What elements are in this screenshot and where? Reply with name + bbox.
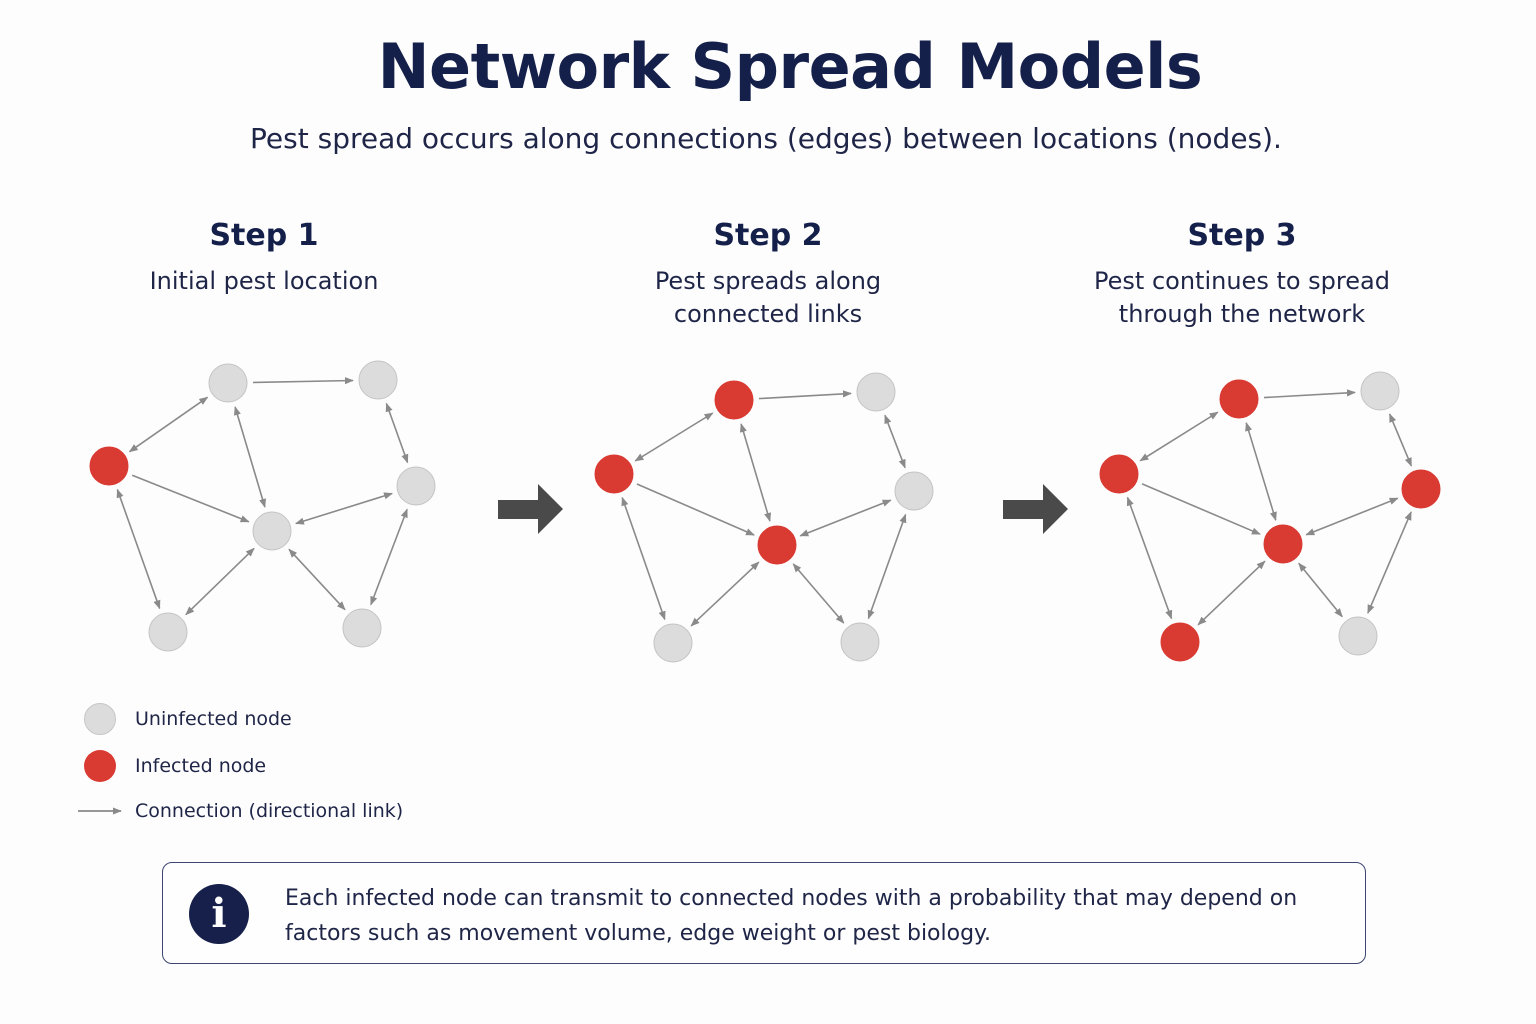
step-arrows	[498, 484, 1068, 534]
uninfected-node-step2-D	[894, 471, 934, 511]
info-box: i Each infected node can transmit to con…	[162, 862, 1366, 964]
uninfected-node-step1-G	[342, 608, 382, 648]
uninfected-node-step2-G	[840, 622, 880, 662]
page-title: Network Spread Models	[377, 30, 1203, 103]
infected-node-step2-B	[714, 380, 754, 420]
step-3-title: Step 3	[1187, 218, 1297, 253]
legend-infected-swatch	[84, 750, 116, 782]
info-text: Each infected node can transmit to conne…	[285, 886, 1298, 946]
infected-node-step3-D	[1401, 469, 1441, 509]
edge-2-C-D	[884, 414, 906, 469]
infected-node-step3-B	[1219, 379, 1259, 419]
infected-node-step1-A	[89, 446, 129, 486]
step-2-header: Step 2 Pest spreads along connected link…	[598, 218, 938, 331]
step-1-title: Step 1	[209, 218, 319, 253]
edge-3-C-D	[1388, 413, 1413, 467]
edge-1-D-G	[370, 508, 408, 606]
edge-3-A-E	[1141, 483, 1261, 535]
edge-1-C-D	[385, 402, 409, 464]
edge-1-E-F	[185, 547, 255, 616]
uninfected-node-step3-G	[1338, 616, 1378, 656]
edge-1-A-F	[116, 488, 161, 610]
edge-2-A-E	[636, 483, 755, 536]
uninfected-node-step1-C	[358, 360, 398, 400]
step-2-description: Pest spreads along connected links	[654, 267, 882, 328]
edge-2-B-E	[739, 423, 772, 522]
step-2-to-3-arrow	[1003, 484, 1068, 534]
edges-layer	[116, 377, 1413, 627]
infected-node-step3-A	[1099, 454, 1139, 494]
step-1-description: Initial pest location	[149, 267, 379, 295]
edge-2-A-B	[634, 412, 714, 462]
step-2-title: Step 2	[713, 218, 823, 253]
uninfected-node-step1-B	[208, 363, 248, 403]
uninfected-node-step1-D	[396, 466, 436, 506]
edge-2-B-C	[758, 390, 852, 400]
step-3-header: Step 3 Pest continues to spread through …	[1072, 218, 1412, 331]
edge-3-B-C	[1263, 389, 1356, 399]
edge-3-E-G	[1298, 562, 1343, 618]
uninfected-node-step3-C	[1360, 371, 1400, 411]
edge-3-B-E	[1245, 422, 1277, 521]
legend-uninfected-label: Uninfected node	[135, 708, 292, 730]
info-icon: i	[189, 884, 249, 944]
edge-2-D-G	[867, 513, 907, 620]
edge-1-B-E	[233, 406, 267, 508]
infected-node-step3-F	[1160, 622, 1200, 662]
edge-2-E-D	[799, 499, 892, 537]
infected-node-step2-E	[757, 525, 797, 565]
edge-1-B-C	[252, 377, 354, 385]
page-subtitle: Pest spread occurs along connections (ed…	[250, 122, 1282, 155]
nodes-layer	[89, 360, 1441, 663]
edge-2-E-F	[690, 561, 760, 627]
step-1-header: Step 1 Initial pest location	[94, 218, 434, 298]
infected-node-step3-E	[1263, 524, 1303, 564]
edge-3-D-G	[1367, 511, 1412, 614]
edge-3-A-F	[1126, 496, 1173, 620]
edge-2-A-F	[621, 496, 666, 621]
uninfected-node-step2-F	[653, 623, 693, 663]
legend-infected-label: Infected node	[135, 755, 267, 777]
uninfected-node-step1-E	[252, 511, 292, 551]
edge-1-E-G	[288, 548, 346, 611]
infected-node-step2-A	[594, 454, 634, 494]
legend-uninfected-swatch	[84, 703, 116, 735]
edge-3-A-B	[1139, 411, 1219, 462]
uninfected-node-step1-F	[148, 612, 188, 652]
step-3-description: Pest continues to spread through the net…	[1094, 267, 1390, 328]
edge-3-E-F	[1197, 560, 1266, 626]
edge-2-E-G	[792, 563, 845, 624]
legend-connection-label: Connection (directional link)	[135, 800, 404, 822]
edge-1-A-B	[128, 396, 209, 453]
edge-1-A-E	[131, 474, 250, 523]
edge-1-E-D	[295, 492, 393, 525]
step-1-to-2-arrow	[498, 484, 563, 534]
edge-3-E-D	[1305, 497, 1399, 536]
uninfected-node-step2-C	[856, 372, 896, 412]
